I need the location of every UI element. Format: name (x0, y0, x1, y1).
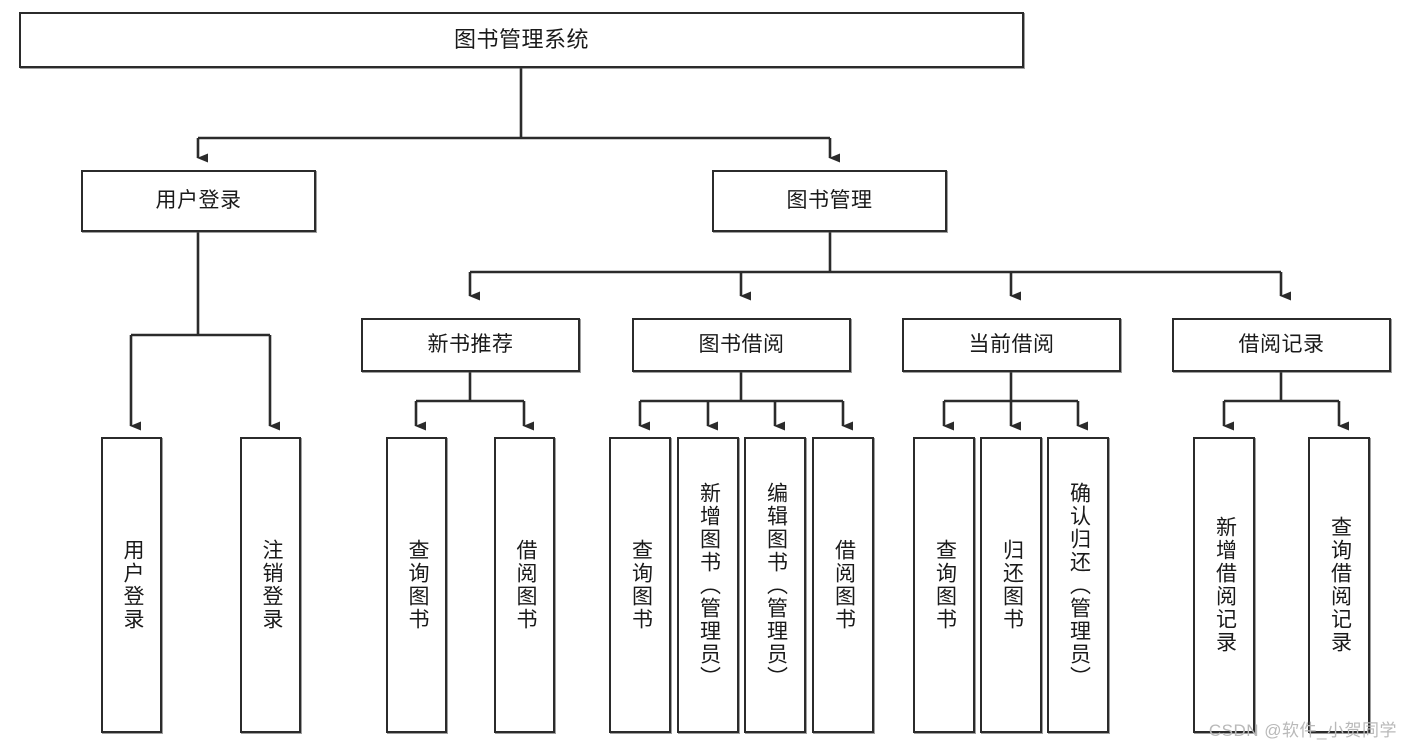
csdn-watermark: CSDN @软件_小贺同学 (1208, 721, 1397, 740)
node-leaf-query-book-2-label: 查询图书 (629, 539, 653, 631)
node-leaf-confirm-return-label: 确认归还（管理员） (1067, 481, 1091, 689)
node-user-login[interactable]: 用户登录 (81, 170, 316, 232)
node-book-borrow[interactable]: 图书借阅 (632, 318, 851, 372)
node-root-system-label: 图书管理系统 (453, 26, 589, 52)
node-leaf-query-book-1[interactable]: 查询图书 (386, 437, 447, 733)
node-leaf-edit-book[interactable]: 编辑图书（管理员） (744, 437, 806, 733)
node-leaf-add-record[interactable]: 新增借阅记录 (1193, 437, 1255, 733)
node-leaf-borrow-book-2[interactable]: 借阅图书 (812, 437, 874, 733)
node-leaf-add-book-label: 新增图书（管理员） (697, 481, 721, 689)
node-leaf-borrow-book-2-label: 借阅图书 (832, 539, 856, 631)
node-leaf-confirm-return[interactable]: 确认归还（管理员） (1047, 437, 1109, 733)
node-leaf-query-book-1-label: 查询图书 (405, 539, 429, 631)
node-book-manage-label: 图书管理 (786, 189, 873, 213)
node-leaf-logout-login-label: 注销登录 (259, 539, 283, 631)
node-root-system[interactable]: 图书管理系统 (19, 12, 1024, 68)
node-leaf-query-record-label: 查询借阅记录 (1328, 516, 1352, 654)
node-new-book-recommend-label: 新书推荐 (427, 333, 514, 357)
node-book-manage[interactable]: 图书管理 (712, 170, 947, 232)
node-leaf-return-book-label: 归还图书 (1000, 539, 1024, 631)
node-user-login-label: 用户登录 (155, 189, 242, 213)
node-leaf-logout-login[interactable]: 注销登录 (240, 437, 301, 733)
node-leaf-edit-book-label: 编辑图书（管理员） (764, 481, 788, 689)
node-leaf-query-record[interactable]: 查询借阅记录 (1308, 437, 1370, 733)
node-leaf-query-book-3-label: 查询图书 (933, 539, 957, 631)
node-leaf-borrow-book-1-label: 借阅图书 (513, 539, 537, 631)
node-current-borrow-label: 当前借阅 (968, 333, 1055, 357)
node-book-borrow-label: 图书借阅 (698, 333, 785, 357)
node-leaf-user-login-label: 用户登录 (120, 539, 144, 631)
node-borrow-record[interactable]: 借阅记录 (1172, 318, 1391, 372)
node-leaf-borrow-book-1[interactable]: 借阅图书 (494, 437, 555, 733)
node-leaf-query-book-3[interactable]: 查询图书 (913, 437, 975, 733)
node-leaf-add-record-label: 新增借阅记录 (1213, 516, 1237, 654)
node-borrow-record-label: 借阅记录 (1238, 333, 1325, 357)
node-leaf-return-book[interactable]: 归还图书 (980, 437, 1042, 733)
node-leaf-add-book[interactable]: 新增图书（管理员） (677, 437, 739, 733)
node-leaf-query-book-2[interactable]: 查询图书 (609, 437, 671, 733)
node-current-borrow[interactable]: 当前借阅 (902, 318, 1121, 372)
node-new-book-recommend[interactable]: 新书推荐 (361, 318, 580, 372)
node-leaf-user-login[interactable]: 用户登录 (101, 437, 162, 733)
